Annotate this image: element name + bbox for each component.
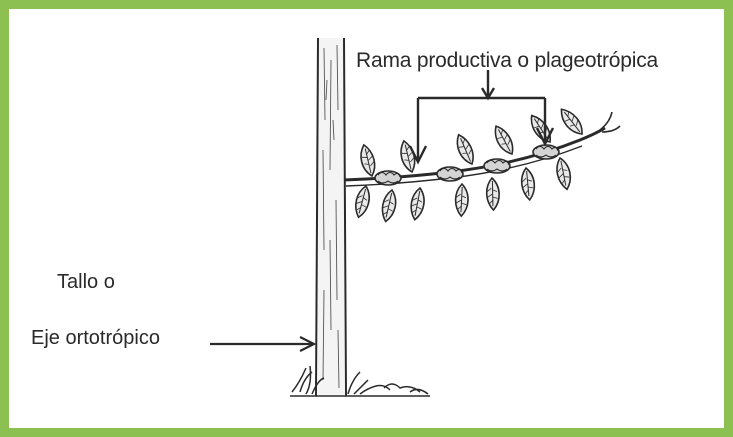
plant-diagram (210, 37, 621, 397)
orthotropic-axis-label: Eje ortotrópico (31, 327, 160, 349)
stem-pointer-arrow (210, 336, 317, 352)
main-stem (315, 37, 347, 397)
productive-branch-label: Rama productiva o plageotrópica (356, 49, 658, 72)
productive-branch (343, 104, 621, 224)
branch-bracket-arrow (408, 70, 555, 165)
stem-label: Tallo o (57, 271, 115, 293)
grass-base (290, 365, 430, 397)
